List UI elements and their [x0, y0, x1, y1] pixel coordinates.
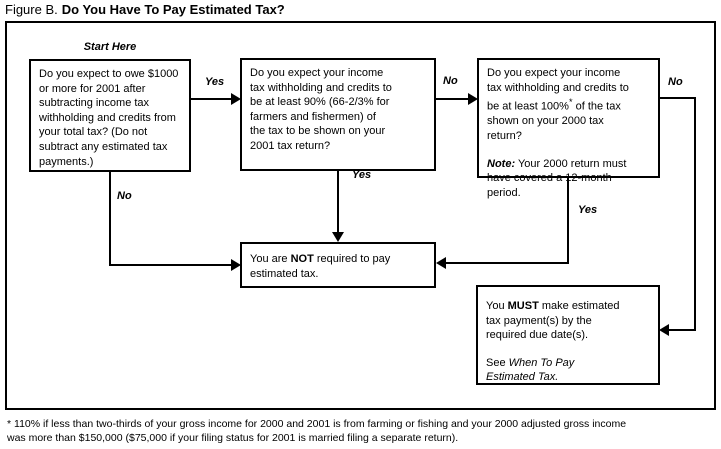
note-line-1-text: Your 2000 return must: [517, 157, 627, 170]
owe-1000-line-6: subtract any estimated tax: [39, 140, 168, 153]
see-reference-line-1: When To Pay: [508, 356, 575, 369]
footnote-line-2: was more than $150,000 ($75,000 if your …: [7, 432, 459, 444]
owe-1000-line-5: your total tax? (Do not: [39, 126, 148, 139]
not-required-line-1: You are NOT required to pay: [250, 252, 427, 267]
edge-q3-to-must-vline: [694, 97, 696, 331]
q3-line-4: shown on your 2000 tax: [487, 115, 604, 128]
must-pay-pre: You: [486, 300, 505, 312]
must-pay-line-2: tax payment(s) by the: [486, 314, 592, 327]
owe-1000-line-3: subtracting income tax: [39, 97, 150, 110]
start-here-label: Start Here: [83, 41, 137, 53]
footnote-line-1-text: 110% if less than two-thirds of your gro…: [14, 418, 627, 430]
withholding-100-percent-question-box: Do you expect your income tax withholdin…: [477, 58, 660, 199]
footnote-marker: *: [7, 418, 12, 430]
q2-line-1: Do you expect your income: [250, 67, 384, 79]
edge-q3-to-not-hline: [445, 262, 569, 264]
edge-start-to-not-arrowhead: [231, 259, 241, 271]
edge-q3-to-must-hline-bottom: [669, 329, 696, 331]
owe-1000-line-1: Do you expect to owe $1000: [39, 68, 179, 80]
see-reference-line-2: Estimated Tax.: [486, 371, 559, 384]
not-required-outcome-box: You are NOT required to pay estimated ta…: [240, 242, 436, 288]
edge-q2-to-not-line: [337, 171, 339, 233]
not-emphasis: NOT: [290, 253, 314, 265]
withholding-90-percent-question-box: Do you expect your income tax withholdin…: [240, 58, 436, 171]
page-title: Figure B.Do You Have To Pay Estimated Ta…: [5, 1, 717, 19]
q3-line-5: return?: [487, 130, 522, 143]
footnote-line-1: * 110% if less than two-thirds of your g…: [7, 417, 713, 431]
q2-line-5: the tax to be shown on your: [250, 125, 386, 138]
edge-q2-to-not-arrowhead: [332, 232, 344, 242]
edge-label-yes-q3-to-not: Yes: [578, 204, 598, 216]
must-pay-outcome-box: You MUST make estimated tax payment(s) b…: [476, 285, 660, 385]
footnote: * 110% if less than two-thirds of your g…: [7, 417, 713, 445]
edge-start-to-q2-arrowhead: [231, 93, 241, 105]
q2-line-2: tax withholding and credits to: [250, 81, 392, 94]
q3-line-3-pre: be at least 100%: [487, 100, 569, 113]
q3-note-line-2: have covered a 12-month: [487, 172, 612, 185]
q2-line-6: 2001 tax return?: [250, 139, 331, 152]
edge-label-no-start-to-not: No: [117, 190, 132, 202]
owe-1000-line-4: withholding and credits from: [39, 111, 176, 124]
owe-1000-line-2: or more for 2001 after: [39, 82, 146, 95]
edge-label-no-q2-to-q3: No: [443, 75, 458, 87]
must-pay-post: make estimated: [541, 300, 620, 312]
edge-start-to-not-hline: [109, 264, 235, 266]
q3-note-line-1: Note: Your 2000 return must: [487, 157, 651, 172]
see-prefix: See: [486, 356, 506, 369]
must-pay-line-1: You MUST make estimated: [486, 299, 651, 314]
edge-q3-to-not-vline: [567, 178, 569, 264]
edge-q2-to-q3-arrowhead: [468, 93, 478, 105]
must-emphasis: MUST: [507, 300, 539, 312]
edge-start-to-q2-line: [191, 98, 234, 100]
note-label: Note:: [487, 157, 516, 170]
must-pay-line-3: required due date(s).: [486, 329, 589, 342]
q3-line-2: tax withholding and credits to: [487, 81, 629, 94]
q3-line-3: be at least 100%* of the tax: [487, 95, 651, 114]
must-pay-see-line-2: Estimated Tax.: [486, 370, 651, 385]
edge-label-yes-q2-to-not: Yes: [352, 169, 372, 181]
figure-heading: Do You Have To Pay Estimated Tax?: [61, 2, 285, 17]
owe-1000-line-7: payments.): [39, 155, 94, 168]
owe-1000-question-box: Do you expect to owe $1000 or more for 2…: [29, 59, 191, 172]
figure-label: Figure B.: [5, 2, 58, 17]
not-required-pre: You are: [250, 253, 288, 265]
edge-label-no-q3-to-must: No: [668, 76, 683, 88]
edge-q3-to-not-arrowhead: [436, 257, 446, 269]
edge-start-to-not-vline: [109, 172, 111, 266]
q3-line-1: Do you expect your income: [487, 67, 621, 79]
edge-q3-to-must-arrowhead: [659, 324, 669, 336]
not-required-post: required to pay: [316, 253, 391, 265]
q2-line-4: farmers and fishermen) of: [250, 110, 376, 123]
chart-frame: [5, 21, 716, 410]
edge-q2-to-q3-line: [436, 98, 472, 100]
footnote-marker-ref: *: [568, 97, 573, 108]
q3-line-3-post: of the tax: [575, 100, 621, 113]
q2-line-3: be at least 90% (66-2/3% for: [250, 96, 390, 109]
edge-q3-to-must-hline-top: [660, 97, 696, 99]
not-required-line-2: estimated tax.: [250, 267, 319, 280]
must-pay-see-line-1: See When To Pay: [486, 356, 651, 371]
edge-label-yes-start-to-q2: Yes: [205, 76, 225, 88]
q3-note-line-3: period.: [487, 186, 521, 199]
